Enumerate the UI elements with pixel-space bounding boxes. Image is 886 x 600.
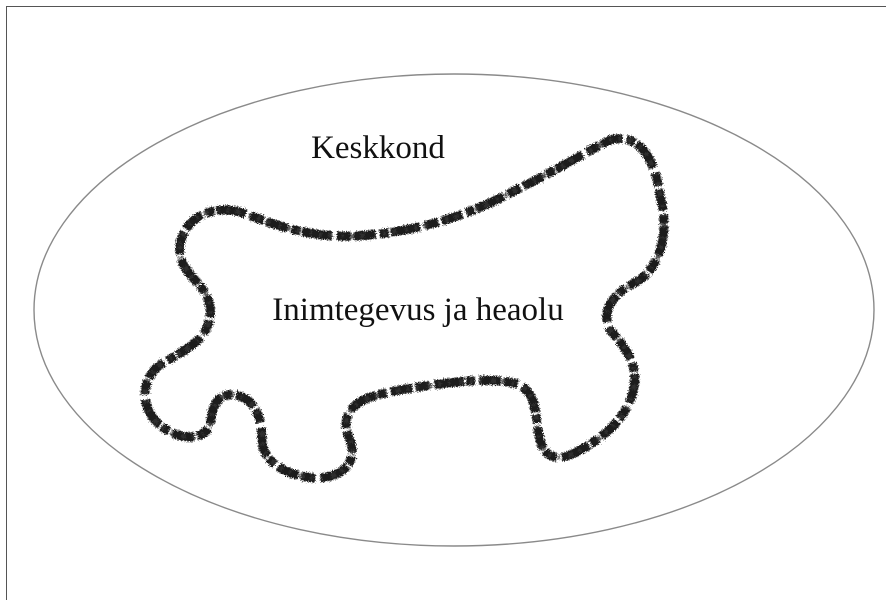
figure-frame — [6, 6, 886, 600]
human-activity-boundary — [140, 134, 669, 483]
environment-ellipse — [33, 73, 875, 547]
human-activity-label: Inimtegevus ja heaolu — [272, 292, 563, 328]
environment-label: Keskkond — [311, 130, 445, 166]
